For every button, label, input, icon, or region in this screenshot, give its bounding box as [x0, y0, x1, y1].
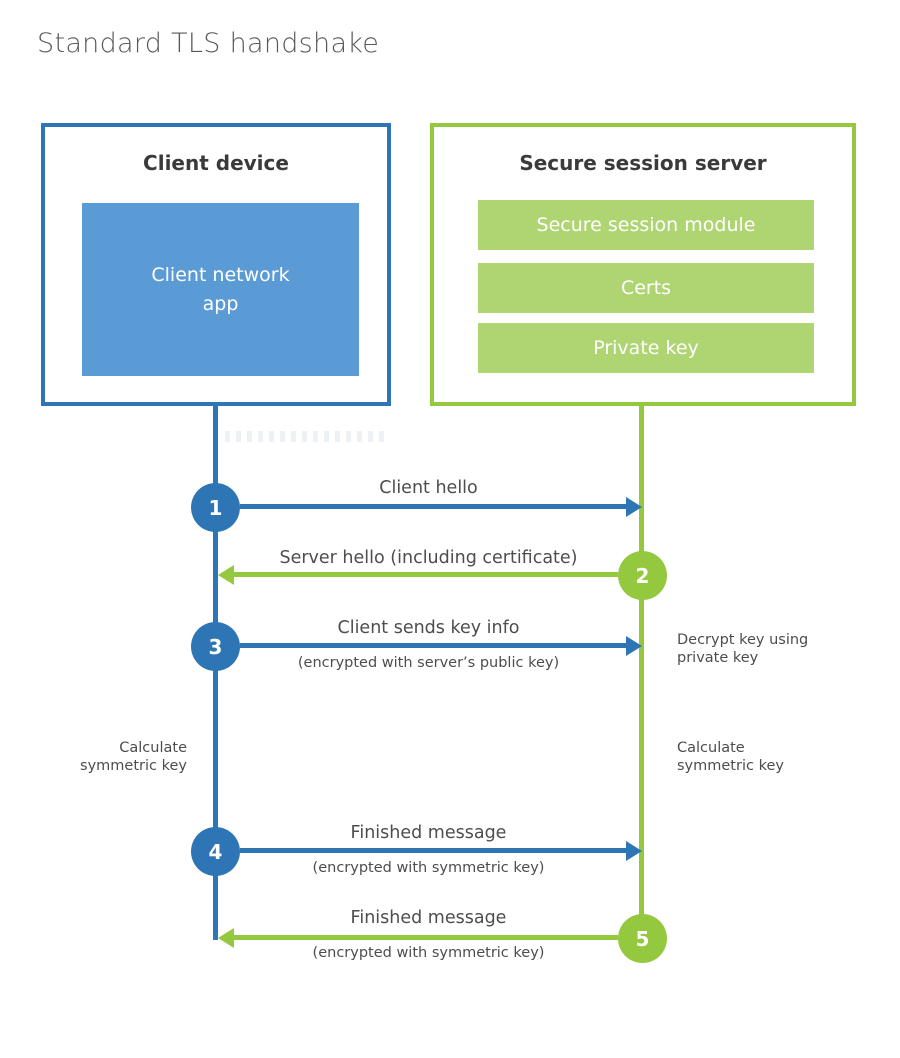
step-5-sublabel: (encrypted with symmetric key): [312, 945, 545, 961]
note-calculate-symmetric-key-client: Calculate symmetric key: [80, 740, 187, 775]
note-calculate-symmetric-key-server: Calculate symmetric key: [677, 740, 784, 775]
faint-dashed-line: [225, 431, 389, 442]
step-4-arrow-line: [240, 848, 626, 853]
server-module-secure-session: Secure session module: [478, 200, 814, 250]
client-lifeline: [213, 404, 218, 940]
server-module-certs: Certs: [478, 263, 814, 313]
step-2-arrowhead-left-icon: [218, 565, 234, 585]
step-1-circle: 1: [191, 483, 240, 532]
page-title: Standard TLS handshake: [37, 28, 380, 59]
step-3-label: Client sends key info: [337, 618, 520, 638]
step-2-label: Server hello (including certificate): [279, 548, 578, 568]
note-decrypt-key: Decrypt key using private key: [677, 632, 809, 667]
server-header: Secure session server: [519, 151, 767, 175]
step-5-circle: 5: [618, 914, 667, 963]
server-lifeline: [639, 404, 644, 916]
step-4-label: Finished message: [350, 823, 507, 843]
step-5-arrow-line: [234, 935, 618, 940]
step-4-sublabel: (encrypted with symmetric key): [312, 860, 545, 876]
server-module-private-key: Private key: [478, 323, 814, 373]
step-4-arrowhead-right-icon: [626, 841, 642, 861]
step-1-arrow-line: [240, 504, 626, 509]
step-4-circle: 4: [191, 827, 240, 876]
step-1-arrowhead-right-icon: [626, 497, 642, 517]
server-box: Secure session server Secure session mod…: [430, 123, 856, 406]
step-3-sublabel: (encrypted with server’s public key): [297, 655, 560, 671]
client-device-box: Client device Client network app: [41, 123, 391, 406]
step-2-circle: 2: [618, 551, 667, 600]
client-device-header: Client device: [143, 151, 289, 175]
step-3-arrow-line: [240, 643, 626, 648]
step-3-arrowhead-right-icon: [626, 636, 642, 656]
step-5-label: Finished message: [350, 908, 507, 928]
client-network-app-box: Client network app: [82, 203, 359, 376]
step-3-circle: 3: [191, 622, 240, 671]
step-1-label: Client hello: [379, 478, 478, 498]
step-2-arrow-line: [234, 572, 618, 577]
step-5-arrowhead-left-icon: [218, 928, 234, 948]
